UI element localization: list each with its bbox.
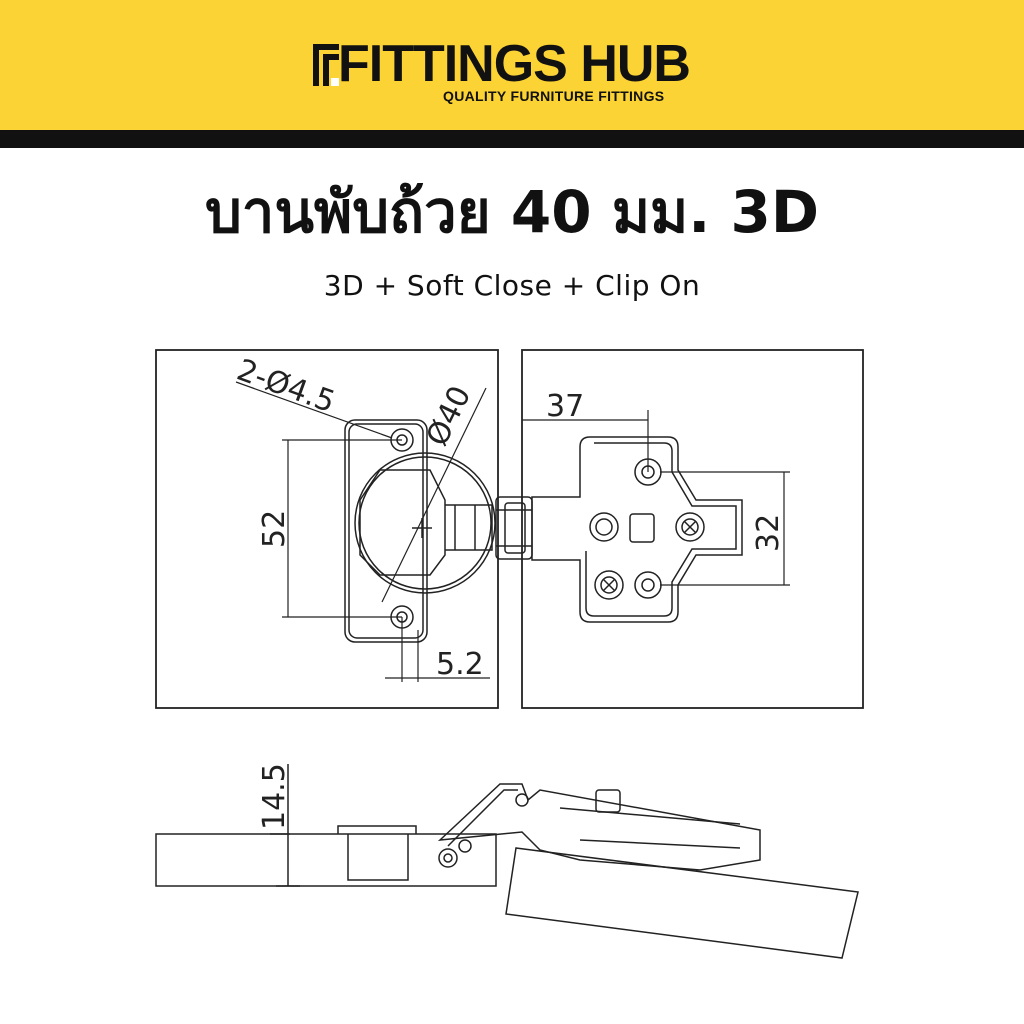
mounting-plate (531, 436, 743, 623)
plate-width-label: 37 (546, 389, 584, 424)
right-panel (521, 349, 864, 709)
page-title: บานพับถ้วย 40 มม. 3D (204, 178, 820, 246)
header-banner (0, 0, 1024, 130)
left-dimensions (235, 381, 490, 682)
depth-label: 14.5 (257, 763, 292, 830)
brand-logo-icon (313, 44, 339, 86)
offset-label: 5.2 (436, 647, 484, 682)
side-view (155, 764, 859, 959)
hinge-knuckle (495, 496, 533, 560)
right-dimensions (522, 410, 790, 586)
plate-hole-spacing-label: 32 (751, 514, 786, 552)
brand-tagline: QUALITY FURNITURE FITTINGS (443, 88, 665, 104)
hinge-cup-plate (344, 419, 496, 643)
height-between-holes-label: 52 (257, 510, 292, 548)
page-subtitle: 3D + Soft Close + Clip On (323, 269, 701, 302)
left-panel (155, 349, 499, 709)
hole-spec-label: 2-Ø4.5 (232, 353, 339, 421)
brand-name: FITTINGS HUB (338, 35, 691, 93)
cup-diameter-label: Ø40 (420, 381, 479, 452)
header-divider (0, 130, 1024, 148)
